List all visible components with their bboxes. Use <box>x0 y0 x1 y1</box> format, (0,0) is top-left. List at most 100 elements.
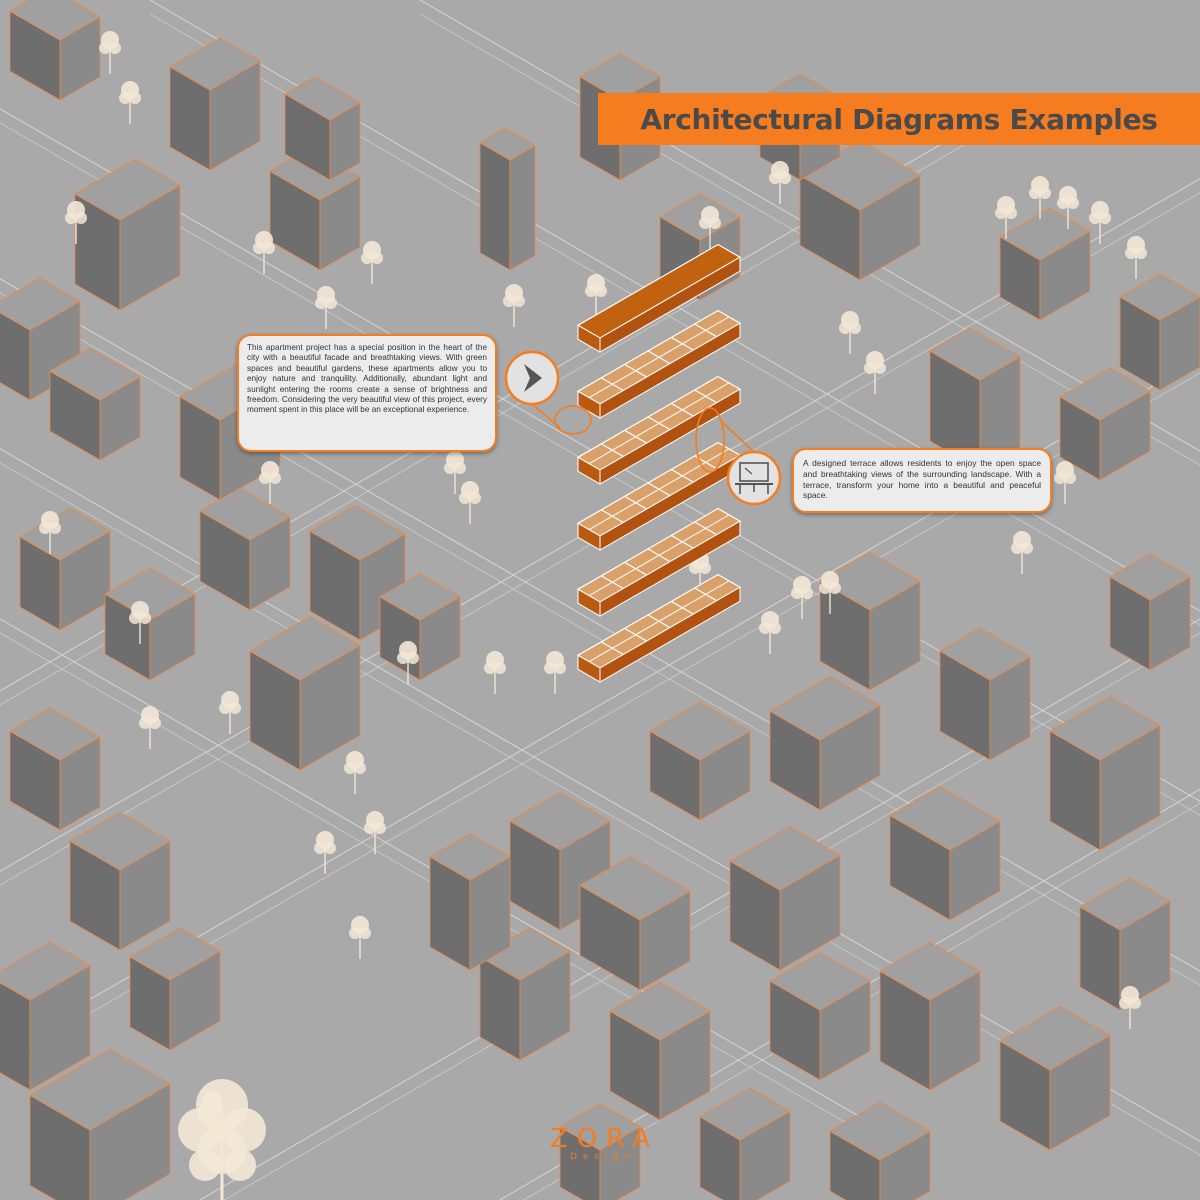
tree-crown <box>39 522 51 534</box>
tree-crown <box>454 462 466 474</box>
building <box>428 833 512 971</box>
tree-crown <box>109 42 121 54</box>
tree <box>444 451 466 494</box>
tree-crown <box>129 92 141 104</box>
building <box>73 158 182 311</box>
tree <box>314 831 336 874</box>
tree-crown <box>374 822 386 834</box>
building-roof <box>8 0 102 41</box>
building <box>18 507 112 631</box>
street-line <box>223 632 1200 1200</box>
tree-crown <box>689 562 701 574</box>
building-roof <box>578 53 662 101</box>
tree-crown <box>219 702 231 714</box>
highlight-ring <box>554 405 592 435</box>
building-roof <box>558 1103 642 1151</box>
tree <box>361 241 383 284</box>
building <box>508 791 612 931</box>
highlight-ring <box>695 407 725 473</box>
building <box>198 487 292 611</box>
floor-slab-3 <box>576 375 742 485</box>
tree <box>65 201 87 244</box>
building <box>558 1103 642 1200</box>
building <box>818 551 922 691</box>
tree-crown <box>253 242 265 254</box>
floor-slab-4 <box>576 441 742 551</box>
building-roof <box>888 785 1002 851</box>
tree-crown <box>269 472 281 484</box>
tree-crown <box>361 252 373 264</box>
page-title: Architectural Diagrams Examples <box>640 102 1158 136</box>
tree-crown <box>359 927 371 939</box>
tree-crown <box>65 212 77 224</box>
corridor-line <box>588 514 730 597</box>
building <box>1118 273 1200 391</box>
building <box>698 1087 792 1200</box>
corridor-line <box>588 316 730 399</box>
tree-crown <box>224 1149 256 1181</box>
tree-crown <box>1129 997 1141 1009</box>
building <box>68 811 172 951</box>
tree-crown <box>759 622 771 634</box>
tree-crown <box>314 842 326 854</box>
building-roof <box>28 1048 172 1131</box>
chevron-right-icon <box>504 350 560 406</box>
tree-crown <box>494 662 506 674</box>
tree <box>819 571 841 614</box>
building <box>998 1005 1112 1151</box>
building-roof <box>1058 367 1152 421</box>
tree-crown <box>189 1149 221 1181</box>
building-roof <box>478 927 572 981</box>
building <box>608 981 712 1121</box>
tree <box>259 461 281 504</box>
corridor-line <box>588 382 730 465</box>
connector-line <box>719 419 755 453</box>
tree-crown <box>1005 207 1017 219</box>
building <box>928 327 1022 471</box>
tree <box>1119 986 1141 1029</box>
tree <box>219 691 241 734</box>
tree-crown <box>119 92 131 104</box>
tree-crown <box>139 717 151 729</box>
tree-crown <box>259 472 271 484</box>
tree <box>699 206 721 249</box>
building <box>8 707 102 831</box>
building-roof <box>8 707 102 761</box>
building-roof <box>283 76 362 121</box>
tree-crown <box>354 762 366 774</box>
building <box>768 951 872 1081</box>
tree-crown <box>349 927 361 939</box>
building <box>578 855 692 991</box>
tree <box>349 916 371 959</box>
tree-crown <box>397 652 409 664</box>
building-roof <box>768 951 872 1011</box>
building-roof <box>478 127 537 161</box>
building <box>478 927 572 1061</box>
tree-crown <box>554 662 566 674</box>
tree-crown <box>1054 472 1066 484</box>
tree <box>39 511 61 554</box>
tree-crown <box>1089 212 1101 224</box>
building-roof <box>998 1005 1112 1071</box>
tree <box>791 576 813 619</box>
tree-crown <box>344 762 356 774</box>
building <box>798 140 922 281</box>
building <box>1078 877 1172 1011</box>
building <box>168 37 262 171</box>
building-roof <box>1048 695 1162 761</box>
building-roof <box>18 507 112 561</box>
building-roof <box>248 615 362 681</box>
terrace-description-text: A designed terrace allows residents to e… <box>803 458 1041 501</box>
tree-crown <box>1039 187 1051 199</box>
building <box>48 347 142 461</box>
building-roof <box>1118 273 1200 321</box>
tree-crown <box>779 172 791 184</box>
tree <box>1011 531 1033 574</box>
building-roof <box>428 833 512 881</box>
building <box>0 941 92 1091</box>
building-roof <box>103 567 197 621</box>
building-roof <box>938 627 1032 681</box>
title-banner: Architectural Diagrams Examples <box>598 93 1200 145</box>
